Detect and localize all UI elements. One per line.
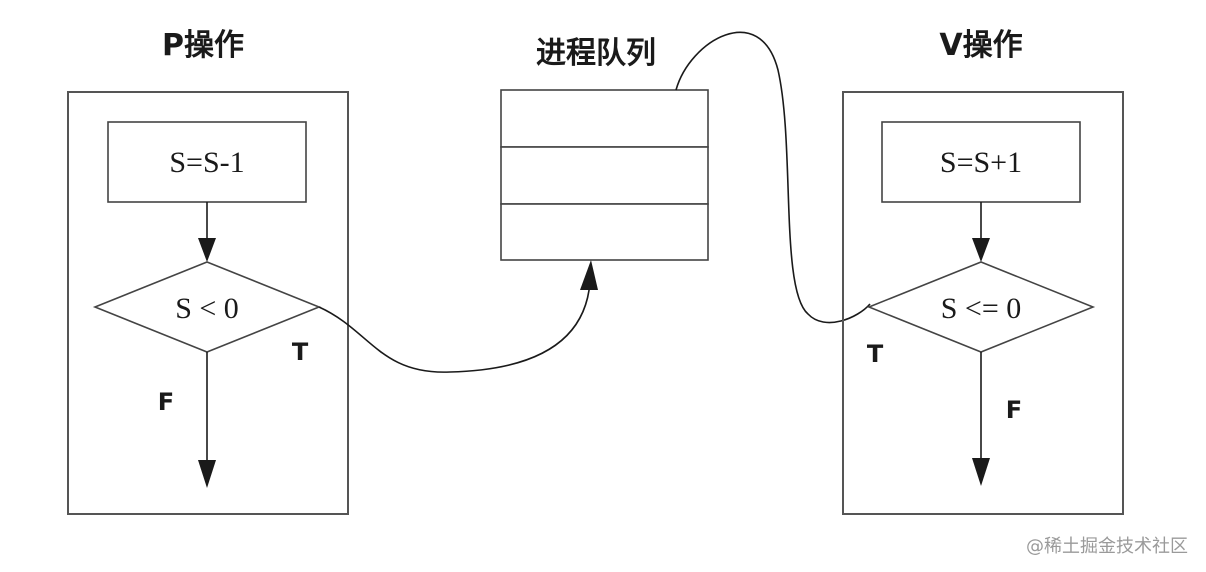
queue-slot xyxy=(500,146,709,205)
v-step-text: S=S+1 xyxy=(940,146,1022,179)
p-true-to-queue-curve xyxy=(318,281,591,373)
v-step-box xyxy=(881,121,1081,203)
p-operation-frame xyxy=(67,91,349,515)
v-step-arrowhead xyxy=(972,238,990,262)
p-false-arrowhead xyxy=(198,460,216,488)
v-operation-title: V操作 xyxy=(939,28,1022,63)
p-step-text: S=S-1 xyxy=(169,146,244,179)
v-false-arrowhead xyxy=(972,458,990,486)
process-queue-title: 进程队列 xyxy=(536,36,656,71)
p-operation-title: P操作 xyxy=(162,28,244,63)
queue-slot xyxy=(500,203,709,261)
v-condition-text: S <= 0 xyxy=(941,292,1022,325)
p-true-label: T xyxy=(292,338,309,366)
queue-slot xyxy=(500,89,709,148)
queue-entry-arrowhead xyxy=(580,260,598,290)
p-condition-text: S < 0 xyxy=(175,292,239,325)
p-false-label: F xyxy=(158,388,174,416)
v-operation-frame xyxy=(842,91,1124,515)
p-operation-panel: P操作 S=S-1 S < 0 T F xyxy=(67,28,349,515)
watermark: @稀土掘金技术社区 xyxy=(1026,536,1188,557)
v-true-label: T xyxy=(867,340,884,368)
p-step-arrowhead xyxy=(198,238,216,262)
process-queue: 进程队列 xyxy=(500,36,709,261)
v-condition-diamond xyxy=(866,261,1096,353)
v-false-label: F xyxy=(1006,396,1022,424)
queue-to-v-true-curve xyxy=(675,31,871,324)
v-operation-panel: V操作 S=S+1 S <= 0 T F xyxy=(842,28,1124,515)
